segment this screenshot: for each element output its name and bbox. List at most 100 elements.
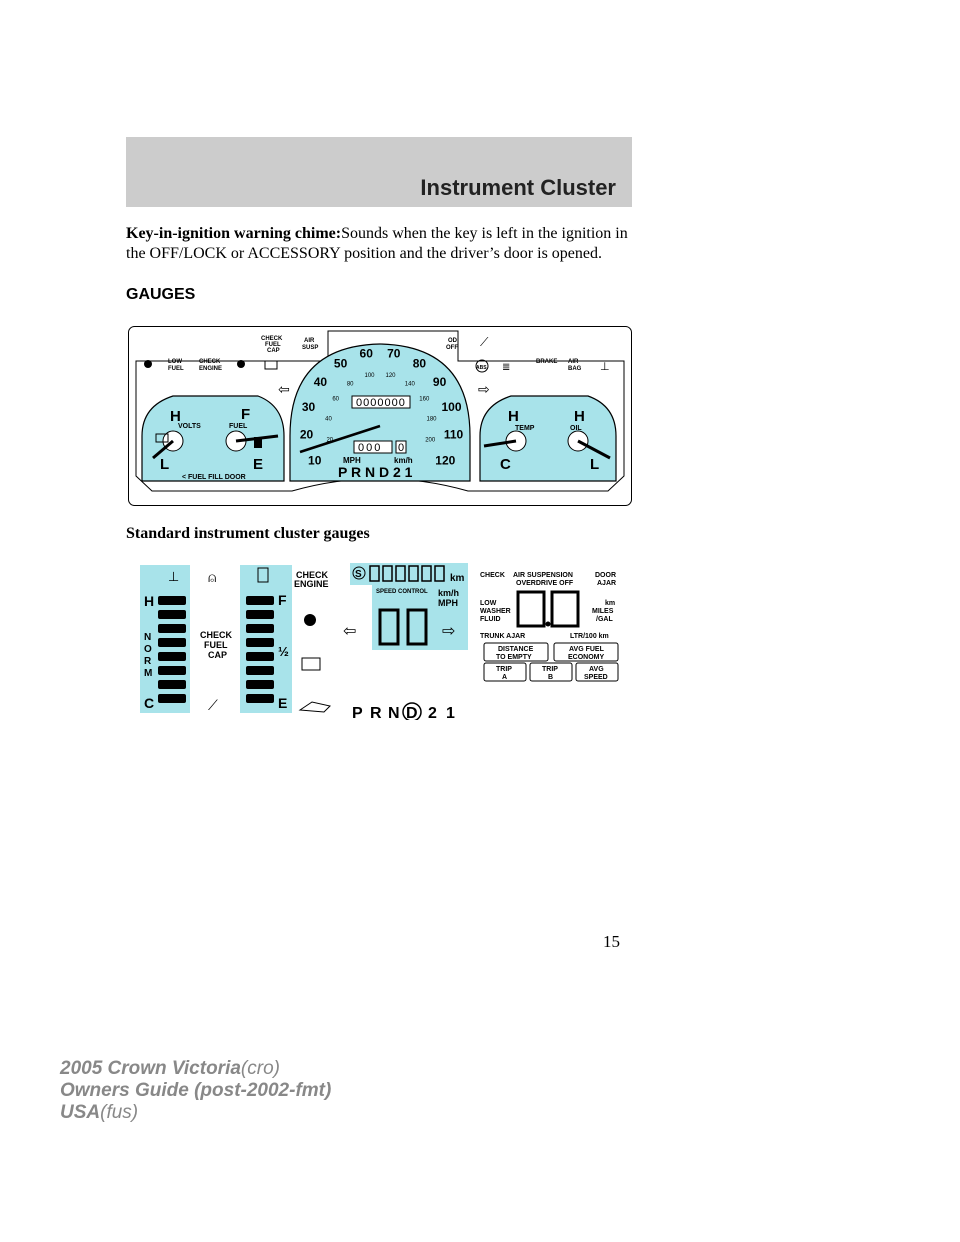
odo-digit bbox=[421, 565, 432, 582]
turn-right-arrow: ⇨ bbox=[442, 623, 455, 640]
right-h1: H bbox=[508, 408, 519, 425]
ce-2: ENGINE bbox=[294, 579, 329, 589]
bar-segment bbox=[246, 624, 274, 633]
message-center: CHECK AIR SUSPENSION OVERDRIVE OFF DOOR … bbox=[480, 572, 619, 682]
kmh-tick: 60 bbox=[332, 397, 339, 403]
kmh-label: km/h bbox=[394, 456, 413, 465]
msg-door: DOOR bbox=[595, 572, 616, 579]
speed-unit-mph: MPH bbox=[438, 598, 458, 608]
volts-label: VOLTS bbox=[178, 423, 201, 430]
norm-r: R bbox=[144, 656, 152, 667]
abs-icon bbox=[475, 359, 489, 373]
battery-icon bbox=[155, 433, 169, 443]
digital-prnd: P R N D 2 1 bbox=[352, 702, 455, 720]
kmh-tick: 160 bbox=[419, 397, 430, 403]
mph-tick: 90 bbox=[433, 375, 447, 389]
temp-c: C bbox=[144, 695, 154, 711]
msg-miles: MILES bbox=[592, 608, 614, 615]
oil-pressure-icon bbox=[298, 701, 331, 713]
bar-segment bbox=[158, 652, 186, 661]
page-header-title: Instrument Cluster bbox=[420, 175, 616, 200]
body-lead: Key-in-ignition warning chime: bbox=[126, 225, 342, 242]
cfc-2: FUEL bbox=[204, 640, 228, 650]
warning-labels: LOW FUEL CHECK ENGINE CHECK FUEL CAP AIR… bbox=[168, 336, 582, 372]
footer-line1-bold: 2005 Crown Victoria bbox=[60, 1058, 241, 1079]
trip-last-digit: 0 bbox=[398, 442, 404, 454]
btn-avgfuel-1: AVG FUEL bbox=[569, 646, 605, 653]
check-engine-2: ENGINE bbox=[199, 366, 222, 372]
mph-tick: 60 bbox=[360, 346, 374, 360]
prnd-p: P bbox=[352, 705, 363, 720]
footer-line2-bold: Owners Guide (post-2002-fmt) bbox=[60, 1080, 332, 1101]
odo-digit bbox=[369, 565, 380, 582]
btn-avgspeed-2: SPEED bbox=[584, 674, 608, 681]
odo-s: S bbox=[355, 569, 362, 580]
msg-km: km bbox=[605, 600, 615, 607]
bar-segment bbox=[246, 638, 274, 647]
bar-segment bbox=[246, 652, 274, 661]
kmh-tick: 120 bbox=[385, 373, 396, 379]
kmh-tick: 100 bbox=[364, 373, 375, 379]
trip-reading: 000 bbox=[358, 442, 382, 454]
right-l: L bbox=[590, 456, 599, 473]
msg-buttons: DISTANCE TO EMPTY AVG FUEL ECONOMY TRIP … bbox=[483, 642, 619, 682]
turn-left-arrow: ⇦ bbox=[343, 623, 356, 640]
right-turn-icon: ⇨ bbox=[478, 381, 490, 397]
left-h: H bbox=[170, 408, 181, 425]
air-bag-1: AIR bbox=[568, 359, 579, 365]
msg-trunk-ajar: TRUNK AJAR bbox=[480, 633, 525, 640]
footer-line3-bold: USA bbox=[60, 1102, 101, 1123]
right-h2: H bbox=[574, 408, 585, 425]
bar-segment bbox=[246, 610, 274, 619]
bar-segment bbox=[158, 624, 186, 633]
btn-tripa-1: TRIP bbox=[496, 666, 512, 673]
mph-tick: 110 bbox=[444, 427, 464, 441]
fuel-label: FUEL bbox=[229, 423, 248, 430]
btn-tripa-2: A bbox=[502, 674, 507, 681]
mph-tick: 10 bbox=[308, 454, 322, 468]
prnd-1: 1 bbox=[446, 705, 455, 720]
od-off-2: OFF bbox=[446, 345, 458, 351]
digital-odometer: S km bbox=[350, 563, 468, 585]
left-e: E bbox=[253, 456, 263, 473]
ce-1: CHECK bbox=[296, 570, 329, 580]
msg-low: LOW bbox=[480, 600, 497, 607]
fuel-cap-1: CHECK bbox=[261, 336, 283, 342]
fuel-door-label: < FUEL FILL DOOR bbox=[182, 474, 246, 481]
oil-label: OIL bbox=[570, 425, 582, 432]
odo-digit bbox=[395, 565, 406, 582]
figure-standard-cluster: H L F E VOLTS FUEL < FUEL FILL DOOR H C … bbox=[128, 326, 632, 506]
section-heading: GAUGES bbox=[126, 286, 196, 303]
fuel-cap-3: CAP bbox=[267, 348, 280, 354]
wrench-icon: ⟋ bbox=[480, 335, 489, 349]
temp-label: TEMP bbox=[515, 425, 535, 432]
temp-bar-gauge: H N O R M C ⊥ bbox=[140, 565, 190, 713]
fuel-f: F bbox=[278, 592, 287, 608]
fuel-cap-2: FUEL bbox=[265, 342, 281, 348]
kmh-tick: 20 bbox=[326, 438, 333, 444]
fuel-e: E bbox=[278, 695, 287, 711]
kmh-tick: 80 bbox=[347, 381, 354, 387]
mph-tick: 80 bbox=[413, 356, 427, 370]
bar-segment bbox=[158, 694, 186, 703]
od-off-1: OD bbox=[448, 338, 458, 344]
check-engine-1: CHECK bbox=[199, 359, 221, 365]
msg-air-suspension: AIR SUSPENSION bbox=[513, 572, 573, 579]
bar-segment bbox=[158, 610, 186, 619]
temp-h: H bbox=[144, 593, 154, 609]
header-band: Instrument Cluster bbox=[126, 137, 632, 207]
mph-tick: 70 bbox=[387, 346, 401, 360]
bar-segment bbox=[246, 596, 274, 605]
msg-ltr: LTR/100 km bbox=[570, 633, 609, 640]
battery-warning-icon bbox=[301, 657, 321, 671]
low-fuel-2: FUEL bbox=[168, 366, 184, 372]
btn-avgspeed-1: AVG bbox=[589, 666, 604, 673]
air-bag-2: BAG bbox=[568, 366, 582, 372]
left-gauge: H L F E VOLTS FUEL < FUEL FILL DOOR bbox=[141, 395, 285, 482]
msg-washer: WASHER bbox=[480, 608, 511, 615]
coolant-icon: ⊥ bbox=[600, 361, 610, 373]
right-gauge: H C H L TEMP OIL bbox=[479, 395, 617, 482]
mph-tick: 120 bbox=[435, 454, 455, 468]
odo-unit: km bbox=[450, 573, 465, 584]
